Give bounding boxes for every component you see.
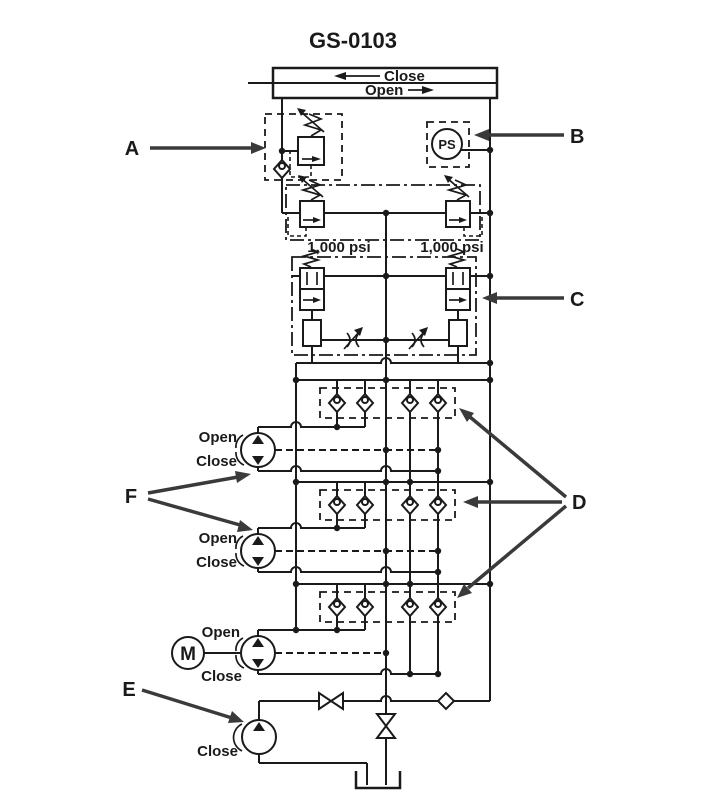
check-valve-bottom-icon bbox=[436, 691, 456, 711]
check-manifold-2-enclosure bbox=[319, 489, 456, 521]
pump-2-icon bbox=[235, 533, 276, 569]
solenoid-valve-right-icon bbox=[445, 248, 471, 347]
rotation-arc-open bbox=[235, 637, 244, 652]
motor-label: M bbox=[180, 644, 196, 665]
rotation-arc-close bbox=[235, 552, 245, 567]
pressure-switch-enclosure bbox=[426, 121, 470, 168]
callout-a-label: A bbox=[125, 138, 139, 160]
check-manifold-2 bbox=[327, 494, 448, 516]
junction-dots bbox=[278, 146, 494, 678]
check-manifold-1 bbox=[327, 392, 448, 414]
pump-2-close-label: Close bbox=[196, 554, 237, 571]
callout-e bbox=[141, 688, 244, 723]
cylinder: Close Open bbox=[248, 66, 499, 100]
cylinder-close-label: Close bbox=[384, 68, 425, 85]
component-c-enclosure bbox=[291, 256, 477, 356]
check-manifold-3 bbox=[327, 596, 448, 618]
solenoid-coil-right bbox=[448, 319, 468, 347]
callout-e-label: E bbox=[122, 679, 135, 701]
open-direction-arrow-icon bbox=[408, 86, 434, 94]
relief-setting-right-label: 1,000 psi bbox=[420, 239, 483, 256]
pump-1-close-label: Close bbox=[196, 453, 237, 470]
flow-control-left-icon bbox=[343, 327, 363, 350]
pressure-switch-label: PS bbox=[438, 137, 456, 152]
check-valve-a-icon bbox=[272, 158, 292, 180]
hand-pump-icon bbox=[232, 719, 277, 755]
callout-c-label: C bbox=[570, 289, 584, 311]
pump-2-open-label: Open bbox=[199, 530, 237, 547]
relief-valve-a-icon bbox=[289, 108, 325, 178]
reservoir-tank-icon bbox=[354, 771, 402, 790]
callout-a bbox=[150, 142, 266, 154]
solenoid-valve-left-icon bbox=[299, 248, 325, 347]
callout-b bbox=[474, 129, 564, 141]
hand-pump-close-label: Close bbox=[197, 743, 238, 760]
pump-1-icon bbox=[235, 432, 276, 468]
rotation-arc-open bbox=[235, 434, 244, 449]
diagram-title: GS-0103 bbox=[309, 28, 397, 53]
callout-f-label: F bbox=[125, 486, 137, 508]
rotation-arc-close bbox=[232, 723, 243, 752]
rotation-arc-close bbox=[235, 451, 245, 466]
callout-b-label: B bbox=[570, 126, 584, 148]
pump-1-open-label: Open bbox=[199, 429, 237, 446]
check-manifold-1-enclosure bbox=[319, 387, 456, 419]
pressure-switch-icon: PS bbox=[431, 128, 463, 160]
relief-valve-left-icon bbox=[287, 175, 325, 237]
callout-d bbox=[457, 408, 568, 598]
cylinder-open-label: Open bbox=[365, 82, 403, 99]
flow-control-right-icon bbox=[408, 327, 428, 350]
shutoff-valve-icon bbox=[318, 691, 344, 711]
check-manifold-3-enclosure bbox=[319, 591, 456, 623]
pump-3-close-label: Close bbox=[201, 668, 242, 685]
rotation-arc-open bbox=[235, 535, 244, 550]
relief-setting-left-label: 1,000 psi bbox=[307, 239, 370, 256]
drain-valve-icon bbox=[375, 713, 397, 739]
callout-d-label: D bbox=[572, 492, 586, 514]
pump-3-icon bbox=[235, 635, 276, 671]
electric-motor-icon: M bbox=[171, 636, 205, 670]
solenoid-coil-left bbox=[302, 319, 322, 347]
relief-valve-right-icon bbox=[444, 175, 483, 237]
pump-3-open-label: Open bbox=[202, 624, 240, 641]
close-direction-arrow-icon bbox=[334, 72, 380, 80]
callout-c bbox=[482, 292, 564, 304]
callout-f bbox=[147, 471, 253, 532]
rotation-arc-close bbox=[235, 654, 245, 669]
